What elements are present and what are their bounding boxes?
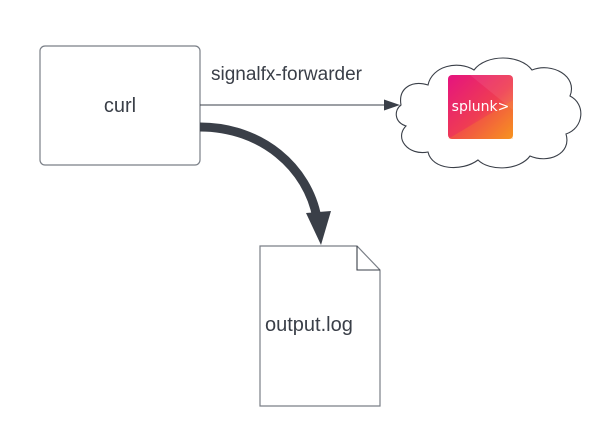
- edge-signalfx-forwarder[interactable]: signalfx-forwarder: [200, 64, 400, 111]
- folded-corner-icon: [356, 246, 380, 271]
- edge-curl-to-output-log[interactable]: [199, 122, 331, 245]
- splunk-logo-text: splunk>: [452, 99, 510, 115]
- thick-curved-arrow-line: [199, 122, 322, 219]
- curl-node-label: curl: [104, 95, 136, 117]
- output-log-label: output.log: [265, 314, 353, 336]
- splunk-cloud-node[interactable]: splunk>: [395, 57, 582, 169]
- document-shape: [259, 245, 381, 407]
- arrowhead-icon: [384, 99, 400, 111]
- thick-arrowhead-icon: [306, 211, 331, 245]
- output-log-node[interactable]: output.log: [259, 245, 381, 407]
- curl-node[interactable]: curl: [39, 45, 201, 166]
- splunk-logo-icon: splunk>: [448, 75, 513, 139]
- edge-label: signalfx-forwarder: [211, 64, 363, 85]
